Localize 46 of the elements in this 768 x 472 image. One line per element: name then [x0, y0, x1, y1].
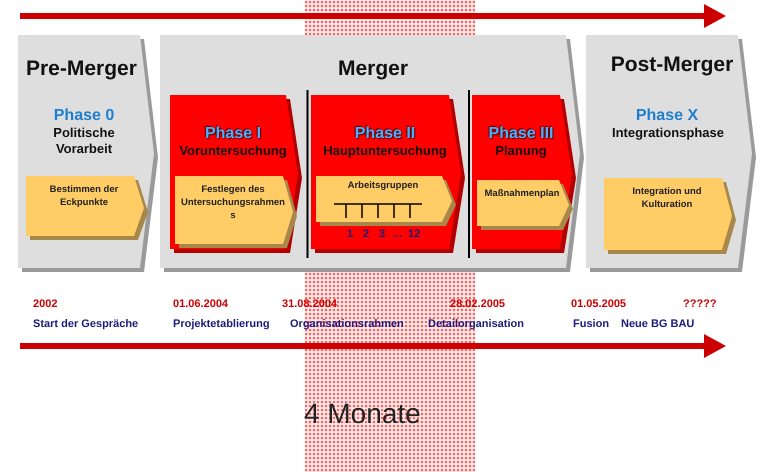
group-number: 1	[347, 228, 354, 240]
task-text: Festlegen des Untersuchungsrahmens	[181, 184, 285, 222]
stage-chevron	[586, 35, 758, 272]
stage-title: Pre-Merger	[25, 57, 138, 81]
task-text: Maßnahmenplan	[484, 188, 560, 201]
phase-chevron	[472, 95, 578, 253]
group-number: ...	[393, 228, 402, 240]
task-panel	[477, 180, 575, 230]
phase-chevron	[311, 95, 467, 253]
phase-chevron	[170, 95, 304, 253]
phase-label: Phase X	[636, 107, 698, 125]
event-label: Projektetablierung	[173, 318, 270, 330]
phase-label: Phase II	[354, 125, 416, 143]
task-text: Integration und Kulturation	[631, 186, 703, 212]
phase-label: Phase 0	[54, 107, 114, 125]
task-panel	[26, 176, 150, 240]
phase-name: Planung	[495, 143, 547, 159]
date-label: ?????	[683, 298, 717, 310]
event-label: Start der Gespräche	[33, 318, 138, 330]
group-number: 2	[363, 228, 370, 240]
task-text: Arbeitsgruppen	[346, 180, 420, 193]
task-panel	[175, 176, 299, 248]
task-text: Bestimmen der Eckpunkte	[48, 184, 120, 210]
event-label: Fusion	[573, 318, 610, 330]
date-label: 01.06.2004	[173, 298, 228, 310]
phase-name: Hauptuntersuchung	[323, 143, 447, 159]
phase-name: Integrationsphase	[612, 125, 722, 141]
duration-label: 4 Monate	[304, 398, 421, 430]
stage-chevron	[18, 35, 160, 272]
event-label: Neue BG BAU	[621, 318, 694, 330]
event-label: Detailorganisation	[428, 318, 524, 330]
phase-name: Politische Vorarbeit	[52, 125, 116, 156]
stage-chevron	[160, 35, 586, 272]
task-panel	[604, 178, 738, 254]
group-number: 12	[408, 228, 420, 240]
group-number: 3	[379, 228, 386, 240]
event-label: Organisationsrahmen	[290, 318, 404, 330]
stage-title: Merger	[336, 57, 410, 81]
phase-label: Phase III	[488, 125, 554, 143]
stage-title: Post-Merger	[610, 53, 734, 77]
date-label: 2002	[33, 298, 58, 310]
date-label: 01.05.2005	[571, 298, 626, 310]
date-label: 28.02.2005	[450, 298, 506, 310]
phase-label: Phase I	[204, 125, 262, 143]
date-label: 31.08.2004	[282, 298, 338, 310]
phase-name: Voruntersuchung	[179, 143, 287, 159]
